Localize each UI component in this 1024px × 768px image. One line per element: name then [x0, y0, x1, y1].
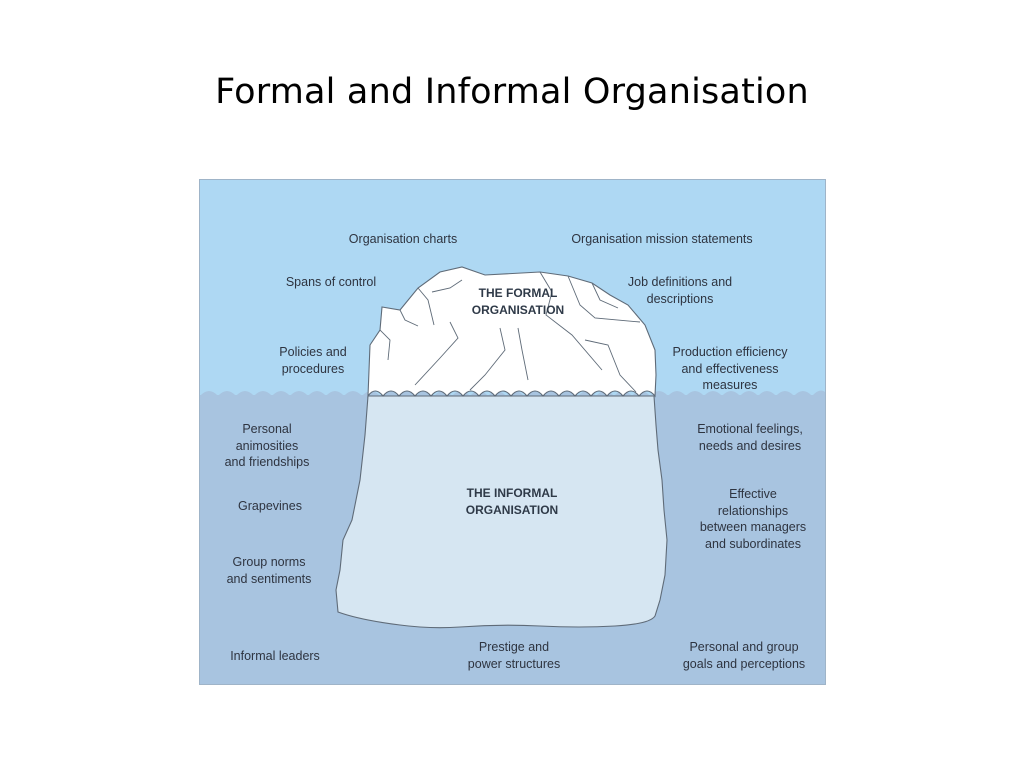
iceberg-crevices — [379, 271, 641, 393]
label-production-efficiency: Production efficiency and effectiveness … — [672, 345, 788, 392]
slide-title: Formal and Informal Organisation — [215, 72, 809, 112]
formal-organisation-heading: THE FORMAL ORGANISATION — [471, 286, 565, 317]
label-grapevines: Grapevines — [238, 499, 302, 513]
label-organisation-mission-statements: Organisation mission statements — [571, 232, 753, 246]
label-organisation-charts: Organisation charts — [348, 232, 458, 246]
iceberg-illustration — [200, 180, 825, 684]
label-personal-animosities: Personal animosities and friendships — [224, 422, 310, 469]
iceberg-above-water — [367, 266, 657, 398]
label-prestige-and-power: Prestige and power structures — [467, 640, 561, 671]
label-spans-of-control: Spans of control — [285, 275, 377, 289]
label-effective-relationships: Effective relationships between managers… — [699, 487, 807, 551]
label-personal-and-group-goals: Personal and group goals and perceptions — [682, 640, 806, 671]
iceberg-diagram: THE FORMAL ORGANISATION THE INFORMAL ORG… — [199, 179, 826, 685]
label-informal-leaders: Informal leaders — [230, 649, 320, 663]
iceberg-underwater — [335, 395, 668, 629]
label-group-norms: Group norms and sentiments — [226, 555, 312, 586]
label-policies-and-procedures: Policies and procedures — [279, 345, 347, 376]
label-job-definitions: Job definitions and descriptions — [627, 275, 733, 306]
label-emotional-feelings: Emotional feelings, needs and desires — [697, 422, 803, 453]
informal-organisation-heading: THE INFORMAL ORGANISATION — [465, 486, 559, 517]
